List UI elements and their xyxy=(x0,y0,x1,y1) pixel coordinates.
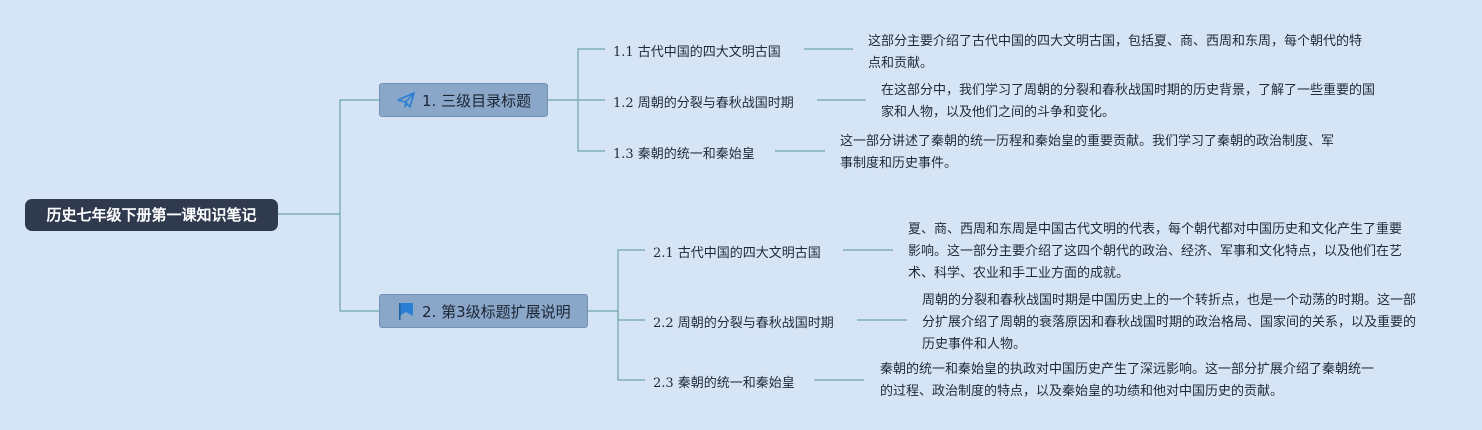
branch-node-2[interactable]: 2. 第3级标题扩展说明 xyxy=(379,294,588,328)
note-2-3: 秦朝的统一和秦始皇的执政对中国历史产生了深远影响。这一部分扩展介绍了秦朝统一的过… xyxy=(880,362,1375,399)
branch-label: 2. 第3级标题扩展说明 xyxy=(422,302,571,321)
connector-topic-1-3 xyxy=(577,100,605,152)
topic-1-1[interactable]: 1.1 古代中国的四大文明古国 xyxy=(613,45,781,60)
branch-label: 1. 三级目录标题 xyxy=(422,91,532,110)
connector-topic-1-1 xyxy=(577,48,605,100)
note-1-2: 在这部分中，我们学习了周朝的分裂和春秋战国时期的历史背景，了解了一些重要的国家和… xyxy=(881,83,1376,120)
topic-2-3[interactable]: 2.3 秦朝的统一和秦始皇 xyxy=(653,376,795,391)
topic-2-1[interactable]: 2.1 古代中国的四大文明古国 xyxy=(653,246,821,261)
topic-1-3[interactable]: 1.3 秦朝的统一和秦始皇 xyxy=(613,147,755,162)
connector-topic-2-2 xyxy=(617,311,645,321)
note-1-1: 这部分主要介绍了古代中国的四大文明古国，包括夏、商、西周和东周，每个朝代的特点和… xyxy=(868,34,1363,71)
connector-root-branch2 xyxy=(339,214,380,312)
topic-1-2[interactable]: 1.2 周朝的分裂与春秋战国时期 xyxy=(613,96,794,111)
paper-plane-icon xyxy=(396,90,416,110)
branch-node-1[interactable]: 1. 三级目录标题 xyxy=(379,83,548,117)
root-node[interactable]: 历史七年级下册第一课知识笔记 xyxy=(25,199,278,231)
note-2-2: 周朝的分裂和春秋战国时期是中国历史上的一个转折点，也是一个动荡的时期。这一部分扩… xyxy=(922,293,1417,352)
flag-icon xyxy=(396,301,416,321)
note-1-3: 这一部分讲述了秦朝的统一历程和秦始皇的重要贡献。我们学习了秦朝的政治制度、军事制… xyxy=(840,134,1335,171)
topic-2-2[interactable]: 2.2 周朝的分裂与春秋战国时期 xyxy=(653,316,834,331)
note-2-1: 夏、商、西周和东周是中国古代文明的代表，每个朝代都对中国历史和文化产生了重要影响… xyxy=(908,222,1403,281)
connector-topic-2-3 xyxy=(617,311,645,381)
connector-topic-2-1 xyxy=(617,249,645,311)
connector-root-branch1 xyxy=(339,99,380,214)
